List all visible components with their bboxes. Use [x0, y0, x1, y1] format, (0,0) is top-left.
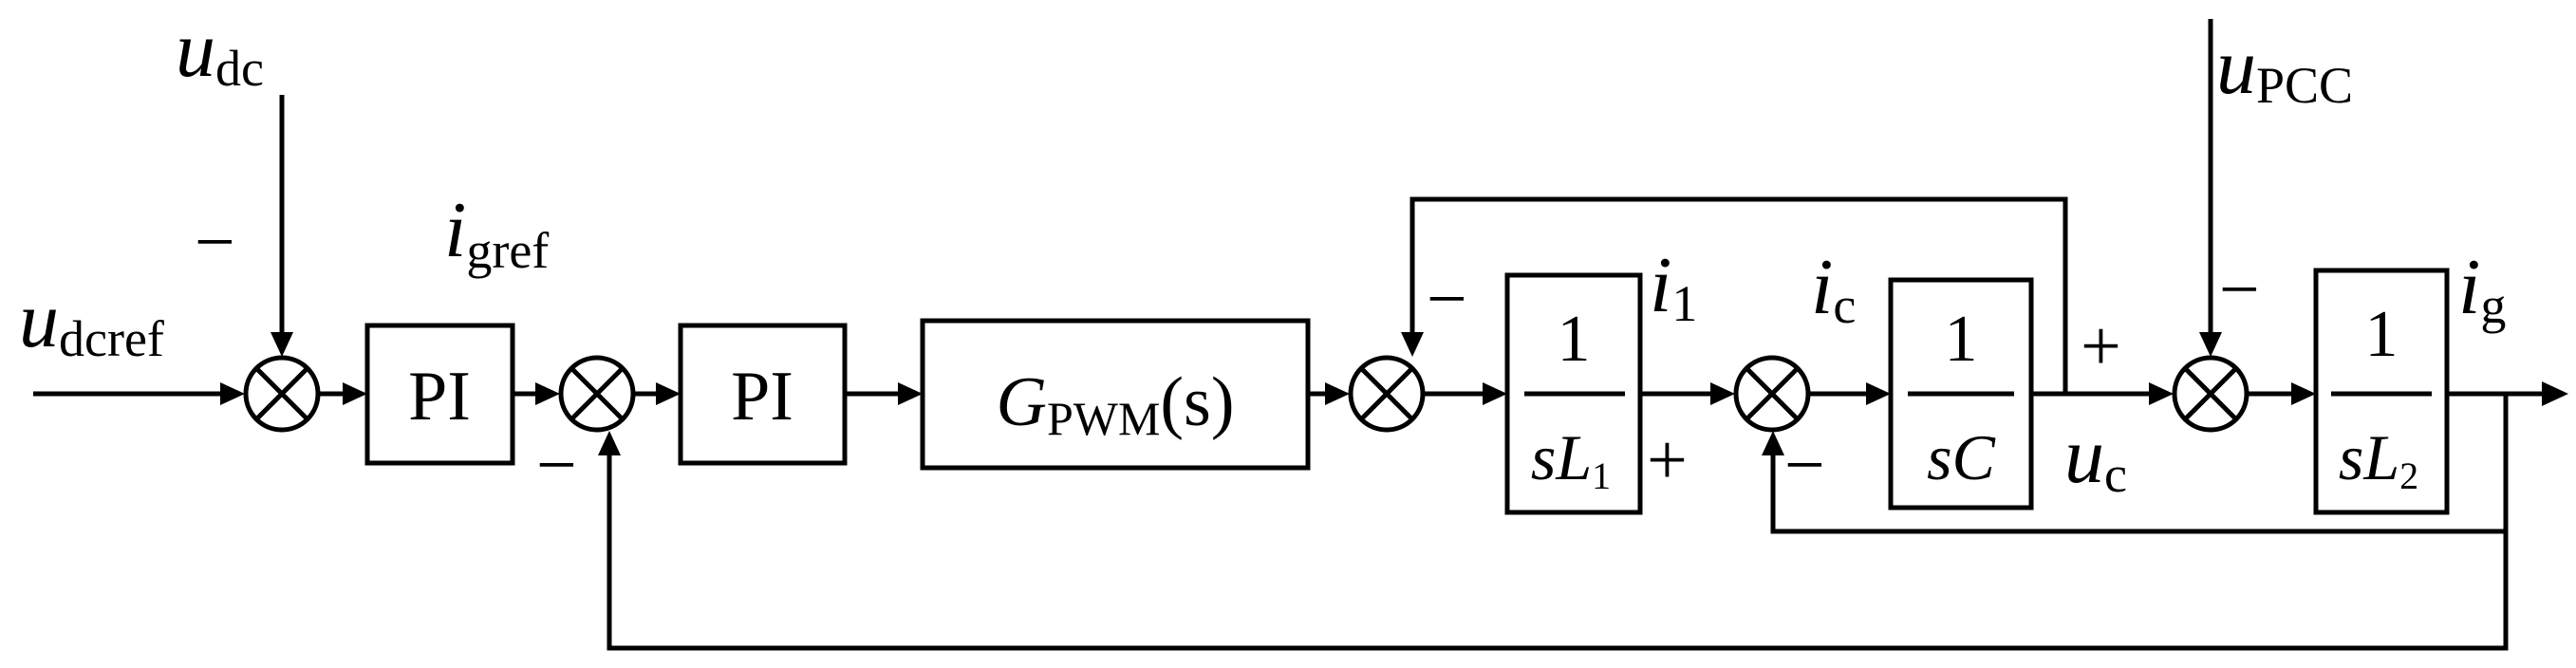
- svg-text:sL1: sL1: [1531, 421, 1611, 497]
- wire-ig-feedback-inner: [1770, 394, 2509, 534]
- l2-denominator: sL: [2339, 421, 2399, 493]
- gpwm-arg: (s): [1160, 363, 1234, 441]
- arrow-head: [1325, 382, 1350, 405]
- label-udcref: udcref: [19, 276, 164, 367]
- gpwm-sub: PWM: [1047, 392, 1160, 445]
- label-uc: uc: [2064, 412, 2127, 503]
- arrow-head: [1866, 382, 1891, 405]
- svg-text:sL2: sL2: [2339, 421, 2418, 497]
- arrow-head: [2149, 382, 2174, 405]
- svg-text:GPWM(s): GPWM(s): [996, 363, 1234, 445]
- sign-minus-udc: −: [195, 202, 235, 282]
- arrow-head: [1762, 431, 1784, 455]
- label-udc: udc: [176, 6, 264, 97]
- summing-junction-1: [243, 355, 321, 433]
- c-numerator: 1: [1945, 303, 1978, 376]
- sign-minus-sum5: −: [2219, 250, 2260, 329]
- arrow-head: [535, 382, 560, 405]
- arrow-head: [2199, 332, 2222, 357]
- l1-denominator-sub: 1: [1592, 455, 1611, 497]
- arrow-head: [598, 431, 621, 455]
- summing-junction-5: [2172, 355, 2249, 433]
- arrow-head: [2291, 382, 2316, 405]
- sign-minus-sum4: −: [1784, 425, 1825, 505]
- sign-minus-sum2: −: [536, 425, 577, 505]
- summing-junction-4: [1733, 355, 1811, 433]
- l2-denominator-sub: 2: [2399, 455, 2418, 497]
- arrow-head: [656, 382, 681, 405]
- summing-junction-3: [1348, 355, 1426, 433]
- arrow-head: [1710, 382, 1735, 405]
- pi-block-2: PI: [678, 323, 848, 466]
- l1-numerator: 1: [1558, 303, 1591, 376]
- wire-uc-feedback: [1409, 196, 2068, 394]
- l2-numerator: 1: [2365, 298, 2399, 371]
- arrow-head: [898, 382, 923, 405]
- transfer-block-l2: 1 sL2: [2313, 268, 2450, 515]
- pi-block-2-label: PI: [731, 358, 793, 436]
- label-ig: ig: [2458, 243, 2506, 334]
- wire-ig-feedback-outer: [607, 454, 2509, 651]
- label-upcc: uPCC: [2216, 23, 2353, 114]
- arrow-head: [2542, 381, 2568, 406]
- summing-junction-2: [558, 355, 636, 433]
- transfer-block-l1: 1 sL1: [1504, 272, 1643, 515]
- sign-plus-sum5: +: [2081, 306, 2121, 386]
- l1-denominator: sL: [1531, 421, 1592, 493]
- sign-minus-sum3: −: [1427, 259, 1467, 339]
- label-i1: i1: [1650, 241, 1697, 332]
- pi-block-1: PI: [364, 323, 515, 466]
- transfer-block-c: 1 sC: [1888, 277, 2034, 510]
- arrow-head: [1401, 332, 1424, 357]
- sign-plus-sum4: +: [1647, 420, 1688, 500]
- arrow-head: [271, 332, 293, 357]
- arrow-head: [343, 382, 367, 405]
- gpwm-main: G: [996, 363, 1046, 441]
- arrow-head: [220, 382, 245, 405]
- c-denominator: sC: [1927, 421, 1995, 493]
- gpwm-block: GPWM(s): [920, 318, 1311, 471]
- arrow-head: [1483, 382, 1507, 405]
- label-ic: ic: [1811, 243, 1856, 334]
- label-igref: igref: [444, 186, 549, 279]
- pi-block-1-label: PI: [408, 358, 471, 436]
